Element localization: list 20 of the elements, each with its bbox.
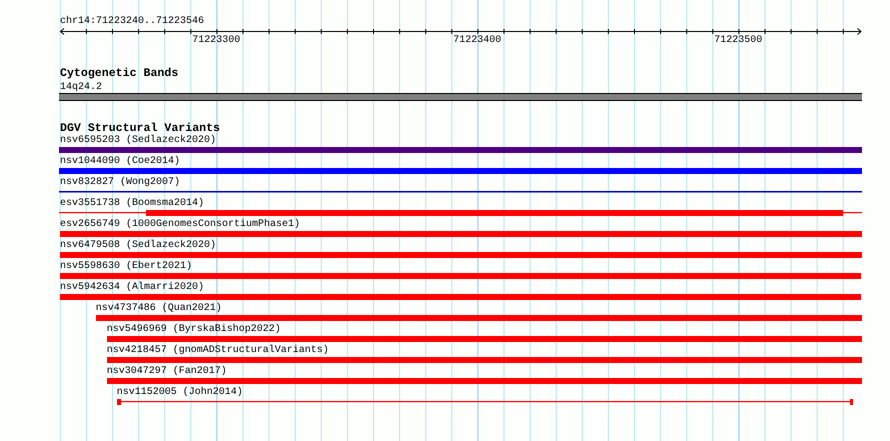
feature-label: nsv4218457 (gnomADStructuralVariants): [106, 345, 329, 356]
location-label: chr14:71223240..71223546: [60, 16, 204, 27]
track-title: DGV Structural Variants: [60, 123, 220, 135]
feature-label: nsv6479508 (Sedlazeck2020): [60, 240, 216, 251]
tick-label: 71223300: [192, 35, 240, 46]
feature-label: nsv5942634 (Almarri2020): [60, 282, 204, 293]
track-title: Cytogenetic Bands: [60, 68, 178, 80]
feature-label: nsv4737486 (Quan2021): [96, 303, 222, 314]
feature-label: esv3551738 (Boomsma2014): [60, 198, 204, 209]
tick-label: 71223500: [714, 35, 762, 46]
feature-label: esv2656749 (1000GenomesConsortiumPhase1): [60, 219, 300, 230]
feature-label: nsv5496969 (ByrskaBishop2022): [106, 324, 281, 335]
feature-label: nsv5598630 (Ebert2021): [60, 261, 192, 272]
feature-label: nsv1152005 (John2014): [116, 387, 243, 398]
band-label: 14q24.2: [60, 82, 102, 93]
feature-label: nsv6595203 (Sedlazeck2020): [60, 135, 216, 146]
feature-label: nsv3047297 (Fan2017): [106, 366, 227, 377]
tick-label: 71223400: [453, 35, 502, 46]
feature-label: nsv1044090 (Coe2014): [60, 156, 180, 167]
feature-label: nsv832827 (Wong2007): [60, 177, 180, 188]
